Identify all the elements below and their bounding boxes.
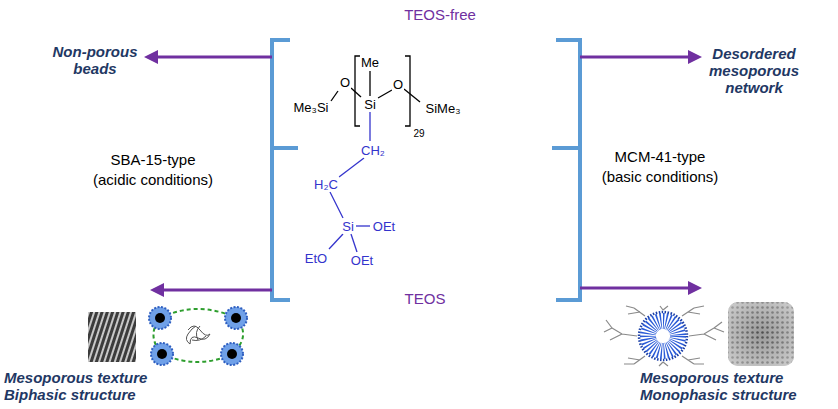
tem-image xyxy=(88,312,136,362)
synthesis-label-box: SBA-15-type (acidic conditions) xyxy=(90,150,217,190)
bracket xyxy=(552,40,580,300)
atom-label-box: OEt xyxy=(372,219,396,234)
atom-label-box: Si xyxy=(341,219,355,234)
result-label-box: Non-porous beads xyxy=(49,43,141,77)
synthesis-label: MCM-41-type (basic conditions) xyxy=(602,148,719,185)
atom-label: Me xyxy=(360,55,380,70)
atom-label: O xyxy=(339,75,351,90)
result-label: Desordered mesoporous network xyxy=(709,45,799,96)
synthesis-label: SBA-15-type (acidic conditions) xyxy=(93,151,213,188)
atom-label: H₂C xyxy=(313,177,339,192)
synthesis-label-box: MCM-41-type (basic conditions) xyxy=(597,147,724,187)
atom-label-box: O xyxy=(392,77,404,92)
atom-label-box: Me₃Si xyxy=(293,100,330,115)
atom-label: OEt xyxy=(350,253,374,268)
atom-label: Me₃Si xyxy=(293,100,330,115)
repeat-count-box: 29 xyxy=(412,128,425,140)
atom-label-box: EtO xyxy=(304,251,328,266)
atom-label: O xyxy=(392,77,404,92)
condition-label: TEOS-free xyxy=(404,6,476,23)
tem-image xyxy=(728,302,794,366)
atom-label: OEt xyxy=(372,219,396,234)
micelle-sketch xyxy=(149,307,247,365)
result-label-box: Desordered mesoporous network xyxy=(704,45,804,96)
atom-label-box: Si xyxy=(363,97,377,112)
atom-label-box: Me xyxy=(360,55,380,70)
atom-label: SiMe₃ xyxy=(425,101,462,116)
condition-label: TEOS xyxy=(405,290,446,307)
condition-label-box: TEOS xyxy=(405,290,446,307)
micelle-sketch xyxy=(604,306,724,366)
result-label-box: Mesoporous texture Biphasic structure xyxy=(4,369,174,403)
bracket xyxy=(272,40,298,300)
result-label: Non-porous beads xyxy=(53,43,138,77)
atom-label-box: O xyxy=(339,75,351,90)
result-label: Mesoporous texture Biphasic structure xyxy=(4,369,147,403)
atom-label: EtO xyxy=(304,251,328,266)
atom-label: Si xyxy=(363,97,377,112)
result-label: Mesoporous texture Monophasic structure xyxy=(640,369,797,403)
atom-label-box: CH₂ xyxy=(360,143,386,158)
tem-image xyxy=(728,302,794,366)
atom-label: CH₂ xyxy=(360,143,386,158)
repeat-count: 29 xyxy=(412,128,425,139)
atom-label: Si xyxy=(341,219,355,234)
result-label-box: Mesoporous texture Monophasic structure xyxy=(640,369,815,403)
condition-label-box: TEOS-free xyxy=(404,6,476,23)
atom-label-box: SiMe₃ xyxy=(425,101,462,116)
atom-label-box: OEt xyxy=(350,253,374,268)
atom-label-box: H₂C xyxy=(313,177,339,192)
